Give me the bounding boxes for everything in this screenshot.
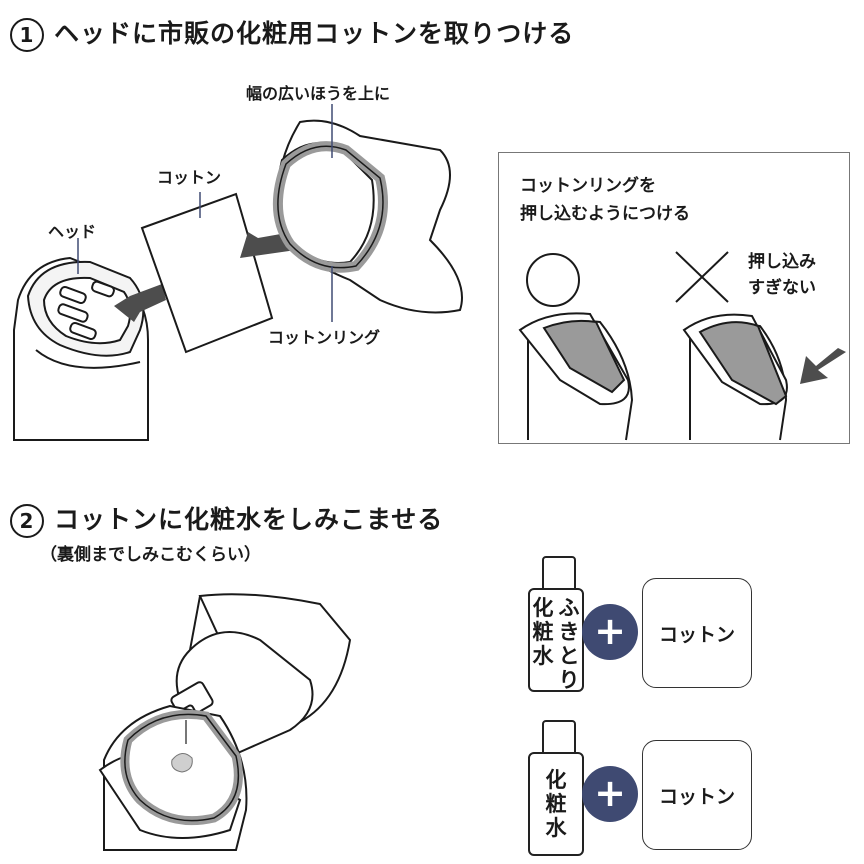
bottle1-col2: ふ き と り [557, 596, 581, 692]
label-cotton: コットン [157, 168, 222, 187]
bottle1-char: り [558, 668, 580, 692]
plus-icon-1: + [582, 604, 638, 660]
cross-ng-icon [675, 251, 729, 303]
bad-example-device [682, 313, 788, 441]
circle-ok-icon [526, 253, 580, 307]
cotton-card-2-label: コットン [658, 785, 735, 808]
bottle1: 化 粧 水 ふ き と り [528, 588, 584, 692]
device-body-step1 [13, 256, 149, 441]
step2-title-text: コットンに化粧水をしみこませる [54, 505, 444, 534]
bottle2-cap [542, 720, 576, 756]
note-box [498, 152, 850, 444]
bottle1-col1: 化 粧 水 [531, 596, 555, 690]
label-wide-side: 幅の広いほうを上に [246, 84, 391, 103]
note-bad-line2: すぎない [748, 278, 816, 298]
arrow-push-bad [800, 348, 846, 384]
bottle2-col1: 化 粧 水 [544, 768, 568, 854]
cotton-pad [140, 192, 274, 354]
bottle2-char: 粧 [545, 792, 567, 816]
bottle1-char: ふ [558, 596, 580, 620]
bottle1-char: と [558, 644, 580, 668]
bottle1-char: 水 [532, 644, 554, 668]
step2-number: 2 [10, 504, 44, 538]
note-line1: コットンリングを [520, 176, 656, 196]
bottle2-char: 化 [545, 768, 567, 792]
bottle2-char: 水 [545, 816, 567, 840]
step2-subtitle: （裏側までしみこむくらい） [40, 545, 261, 565]
bottle1-char: き [558, 620, 580, 644]
bottle1-char: 化 [532, 596, 554, 620]
label-cotton-ring: コットンリング [268, 328, 381, 347]
good-example-device [518, 312, 634, 441]
cotton-card-1: コットン [642, 578, 752, 688]
bottle2: 化 粧 水 [528, 752, 584, 856]
plus-icon-2: + [582, 766, 638, 822]
step1-title-text: ヘッドに市販の化粧用コットンを取りつける [54, 19, 575, 48]
arrow-into-head [114, 284, 166, 322]
step2-title: 2 コットンに化粧水をしみこませる [10, 500, 443, 538]
cotton-card-2: コットン [642, 740, 752, 850]
label-head: ヘッド [48, 222, 97, 241]
bottle1-cap [542, 556, 576, 592]
bottle1-char: 粧 [532, 620, 554, 644]
step1-title: 1 ヘッドに市販の化粧用コットンを取りつける [10, 14, 574, 52]
note-bad-line1: 押し込み [748, 252, 816, 272]
cotton-card-1-label: コットン [658, 623, 735, 646]
step1-number: 1 [10, 18, 44, 52]
note-line2: 押し込むようにつける [520, 204, 690, 224]
